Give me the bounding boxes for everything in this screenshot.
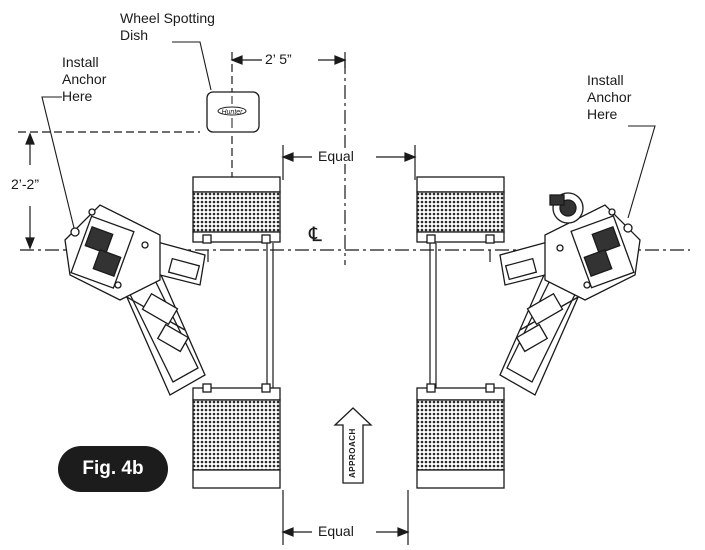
dimension-equal-top: Equal	[315, 148, 357, 164]
install-anchor-right-label: Install Anchor Here	[587, 72, 632, 122]
centerline-symbol: ℄	[309, 222, 322, 246]
turntable-left-top	[192, 176, 281, 244]
dish-brand-text: Hunter	[221, 109, 243, 116]
left-anchor-machine	[64, 204, 161, 301]
wheel-spotting-dish	[206, 91, 260, 133]
right-anchor-machine	[544, 192, 641, 301]
approach-arrow	[333, 407, 373, 484]
dimension-equal-bottom: Equal	[315, 523, 357, 539]
install-anchor-left-label: Install Anchor Here	[62, 54, 107, 104]
wheel-spotting-dish-label: Wheel Spotting Dish	[120, 10, 215, 43]
dimension-height-offset: 2’-2”	[8, 176, 43, 192]
approach-label: APPROACH	[348, 428, 357, 478]
turntable-right-bottom	[416, 383, 505, 489]
figure-label: Fig. 4b	[58, 446, 168, 492]
turntable-right-top	[416, 176, 505, 244]
dimension-top-offset: 2’ 5”	[262, 51, 295, 67]
turntable-left-bottom	[192, 383, 281, 489]
